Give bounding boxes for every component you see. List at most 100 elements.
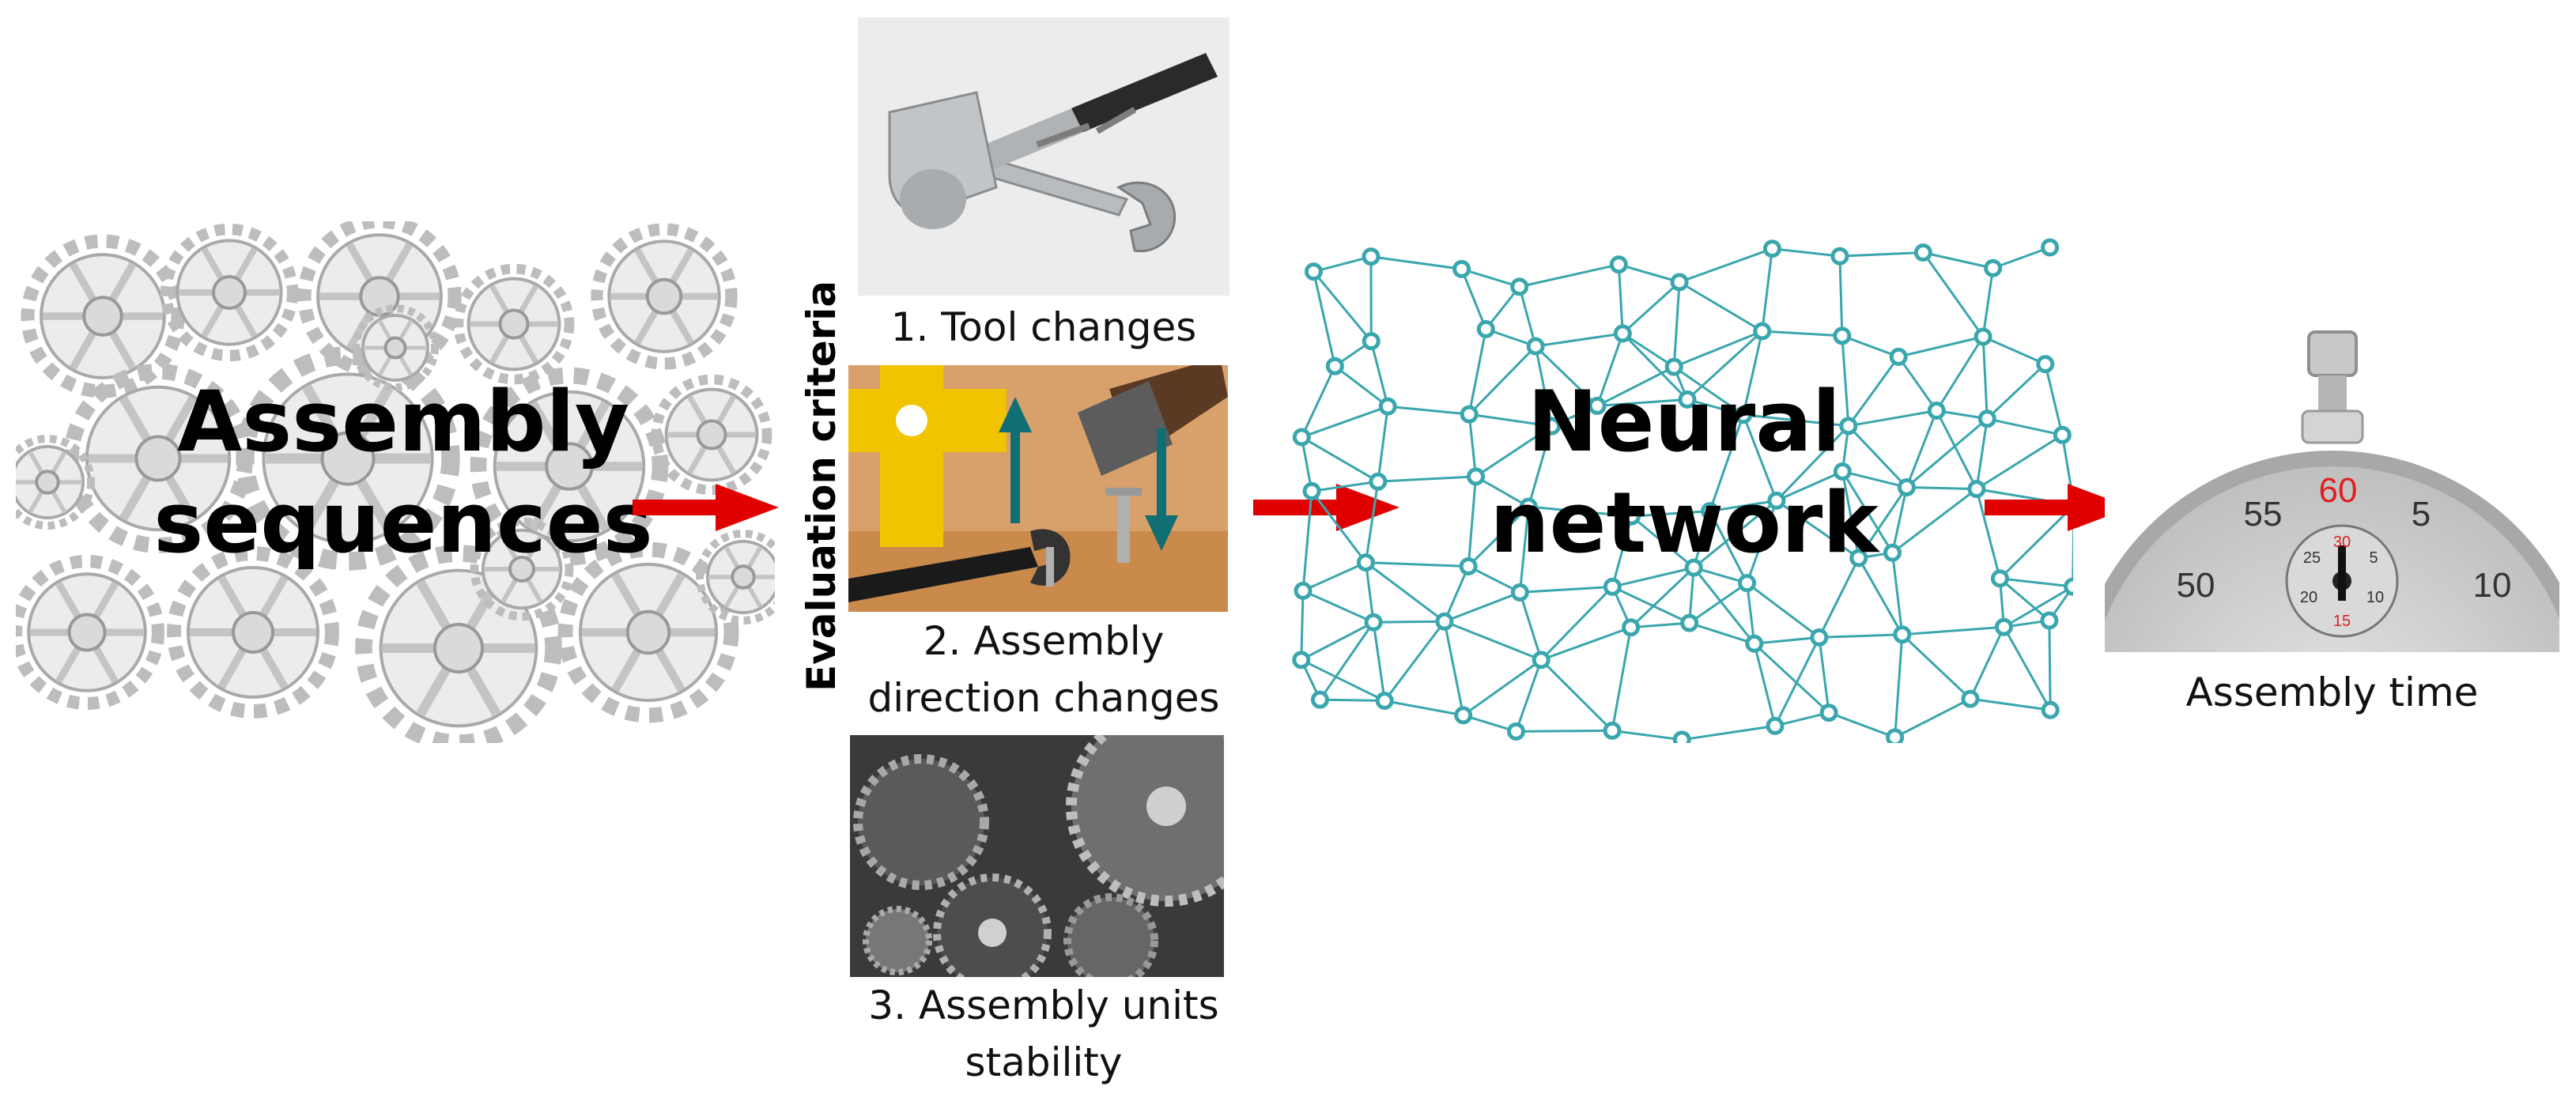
network-node bbox=[1670, 273, 1689, 292]
network-node bbox=[1362, 247, 1381, 266]
network-link bbox=[1891, 488, 1977, 554]
network-node bbox=[1362, 332, 1381, 351]
network-link bbox=[1906, 485, 1977, 491]
network-link bbox=[1753, 643, 1830, 714]
network-link bbox=[2000, 577, 2073, 588]
network-link bbox=[1611, 627, 1633, 731]
network-link bbox=[1682, 724, 1776, 741]
arrow-right-icon bbox=[1985, 484, 2131, 531]
gear-icon bbox=[16, 554, 165, 711]
network-link bbox=[1999, 577, 2050, 622]
network-link bbox=[1857, 557, 1904, 636]
network-node bbox=[1304, 262, 1323, 281]
network-link bbox=[1709, 510, 1748, 584]
network-link bbox=[1518, 591, 1543, 661]
network-link bbox=[1463, 714, 1517, 733]
network-link bbox=[1688, 582, 1748, 624]
network-link bbox=[1693, 500, 1777, 569]
network-node bbox=[1476, 319, 1495, 338]
network-link bbox=[1462, 658, 1543, 717]
network-node bbox=[1507, 722, 1526, 741]
network-link bbox=[1535, 332, 1623, 348]
network-link bbox=[1689, 621, 1755, 645]
network-node bbox=[1519, 497, 1538, 516]
network-node bbox=[1613, 324, 1632, 343]
network-link bbox=[1468, 345, 1537, 416]
network-link bbox=[1742, 330, 1764, 416]
network-link bbox=[1818, 557, 1860, 639]
network-node bbox=[1767, 491, 1786, 510]
network-link bbox=[2003, 585, 2073, 628]
subdial-number: 30 bbox=[2333, 534, 2351, 551]
dial-number: 50 bbox=[2177, 566, 2215, 605]
network-link bbox=[1890, 553, 1904, 635]
network-link bbox=[1302, 590, 1374, 624]
network-node bbox=[1510, 583, 1529, 602]
network-link bbox=[1300, 365, 1336, 438]
network-link bbox=[1693, 567, 1755, 645]
network-node bbox=[1622, 507, 1641, 526]
network-link bbox=[1936, 336, 1985, 412]
network-link bbox=[1982, 335, 2046, 365]
network-node bbox=[2040, 611, 2059, 630]
network-link bbox=[1518, 506, 1530, 593]
network-link bbox=[1841, 334, 1899, 358]
network-link bbox=[1528, 505, 1632, 518]
subdial-number: 25 bbox=[2303, 549, 2321, 567]
network-link bbox=[1596, 365, 1675, 407]
network-link bbox=[1467, 505, 1530, 568]
network-node bbox=[1977, 409, 1996, 428]
gear-icon bbox=[21, 234, 185, 398]
gear-icon bbox=[591, 223, 738, 370]
network-node bbox=[1310, 690, 1329, 709]
network-link bbox=[1468, 413, 1552, 428]
gear-icon bbox=[236, 346, 460, 571]
network-link bbox=[1981, 336, 1989, 419]
gear-icon bbox=[470, 517, 574, 621]
network-link bbox=[1596, 333, 1624, 406]
network-node bbox=[1543, 417, 1562, 436]
network-link bbox=[1902, 625, 2004, 636]
network-link bbox=[1970, 697, 2051, 711]
network-node bbox=[1680, 613, 1699, 632]
network-link bbox=[1969, 626, 2005, 700]
network-node bbox=[1994, 617, 2013, 636]
network-node bbox=[1292, 651, 1311, 670]
network-link bbox=[1516, 729, 1613, 733]
network-node bbox=[1609, 255, 1628, 274]
network-link bbox=[1692, 511, 1712, 568]
stability-label: 3. Assembly units stability bbox=[868, 983, 1219, 1085]
network-link bbox=[1776, 470, 1843, 502]
gear-icon bbox=[470, 367, 669, 566]
network-link bbox=[1847, 424, 1908, 488]
network-link bbox=[1535, 345, 1599, 407]
stopwatch-image: 60 55 5 50 10 30 25 5 20 10 15 bbox=[2105, 316, 2559, 652]
neural-network-image bbox=[1282, 237, 2073, 743]
network-link bbox=[1365, 561, 1445, 623]
network-link bbox=[1890, 487, 1908, 553]
network-link bbox=[1986, 417, 2063, 436]
network-link bbox=[1377, 475, 1476, 483]
network-link bbox=[1334, 365, 1389, 408]
arrow-right-icon bbox=[633, 484, 779, 531]
network-link bbox=[1467, 329, 1487, 415]
network-link bbox=[1898, 335, 1984, 358]
network-node bbox=[1913, 243, 1932, 262]
network-link bbox=[1746, 583, 1756, 644]
network-link bbox=[1597, 398, 1688, 407]
network-link bbox=[1301, 436, 1379, 483]
network-link bbox=[1300, 590, 1305, 660]
network-link bbox=[1370, 255, 1462, 270]
network-link bbox=[1364, 481, 1380, 563]
network-node bbox=[1526, 337, 1545, 356]
network-link bbox=[1897, 356, 1938, 412]
network-link bbox=[1534, 345, 1554, 427]
network-link bbox=[1444, 620, 1542, 662]
network-node bbox=[1886, 728, 1905, 743]
network-node bbox=[1292, 428, 1311, 447]
network-link bbox=[1467, 476, 1478, 567]
network-node bbox=[1990, 569, 2009, 588]
network-link bbox=[1520, 585, 1613, 594]
network-link bbox=[1894, 634, 1904, 737]
network-link bbox=[1467, 565, 1521, 594]
